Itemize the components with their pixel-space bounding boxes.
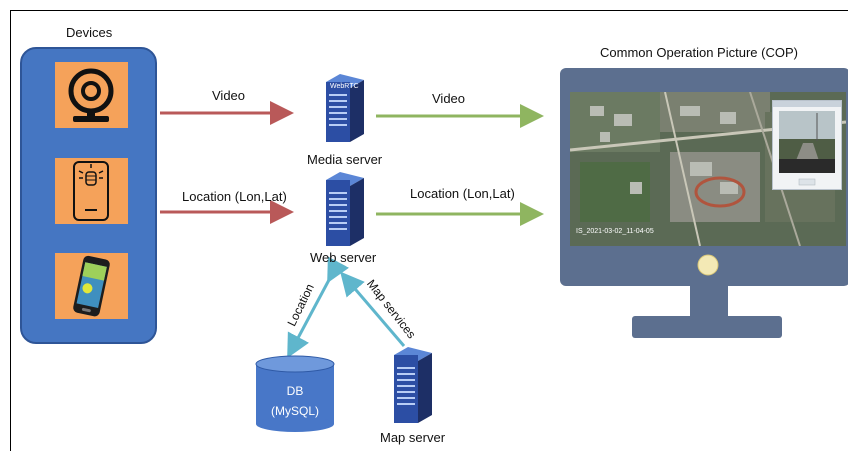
server-icon <box>394 347 432 423</box>
location-out-label: Location (Lon,Lat) <box>410 186 515 201</box>
device-tile-gps-tracker <box>55 158 128 224</box>
frame-left-border <box>10 10 11 451</box>
video-out-label: Video <box>432 91 466 106</box>
webcam-icon <box>68 68 114 122</box>
device-tile-smartphone <box>55 253 128 319</box>
devices-title: Devices <box>66 25 113 40</box>
map-caption: IS_2021-03-02_11-04-05 <box>576 228 654 235</box>
video-in-label: Video <box>212 88 246 103</box>
media-server-label: Media server <box>307 152 383 167</box>
server-icon <box>326 172 364 246</box>
db-name: DB <box>286 384 304 398</box>
video-popup <box>772 100 842 190</box>
device-tile-webcam <box>55 62 128 128</box>
server-icon <box>326 74 364 142</box>
arrow-web-db <box>287 256 350 359</box>
map-server-label: Map server <box>380 430 446 445</box>
arrow-map-to-web <box>340 271 406 347</box>
gps-device-icon <box>73 161 109 221</box>
web-server-label: Web server <box>310 250 377 265</box>
webrtc-badge: WebRTC <box>330 83 359 90</box>
video-thumbnail <box>779 111 835 186</box>
cop-title: Common Operation Picture (COP) <box>600 45 798 60</box>
location-in-label: Location (Lon,Lat) <box>182 189 287 204</box>
db-engine: (MySQL) <box>271 404 319 418</box>
frame-top-border <box>10 10 848 11</box>
smartphone-icon <box>73 255 110 317</box>
popup-header <box>773 101 841 107</box>
